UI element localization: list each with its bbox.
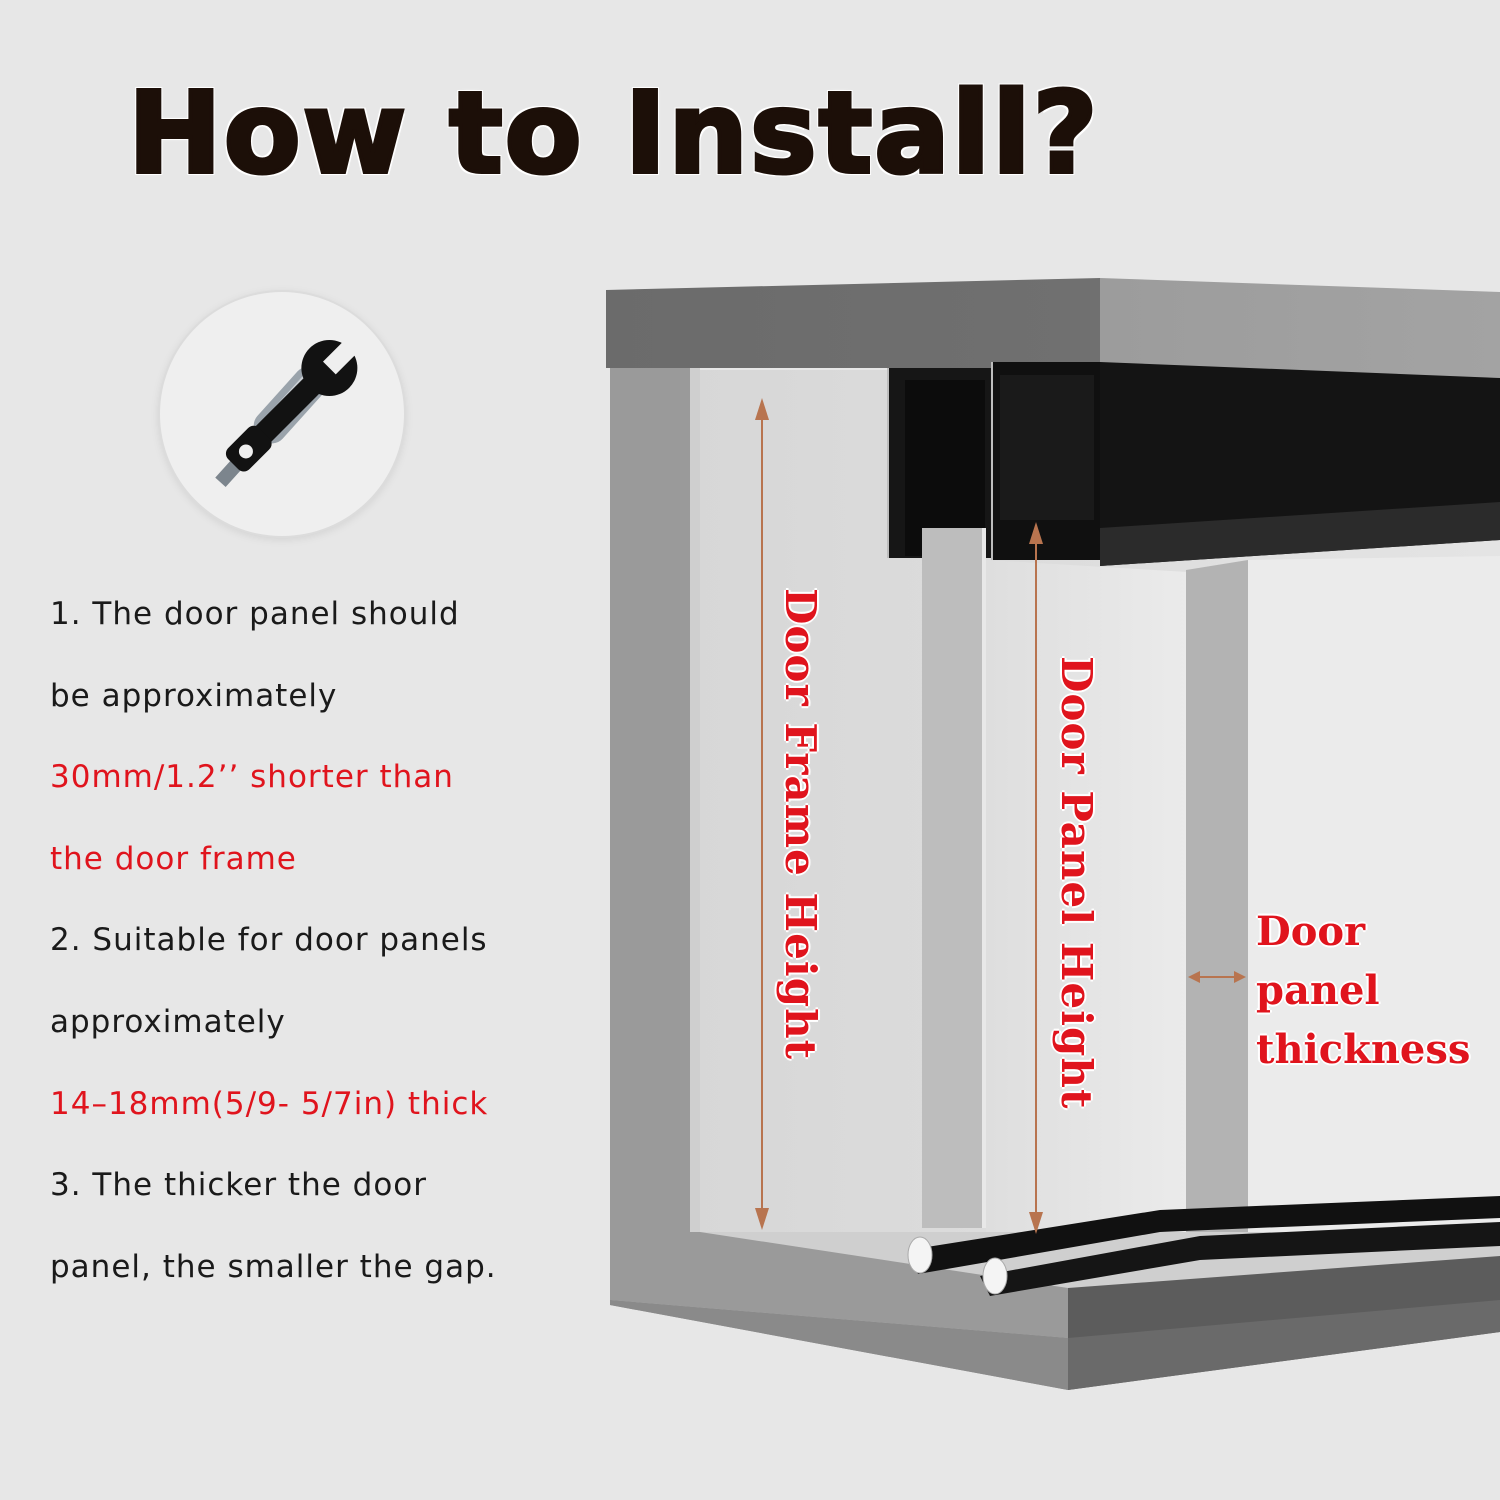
frame-bottom-front — [610, 1232, 1068, 1338]
instruction-line: be approximately — [50, 677, 338, 714]
lower-track-rail-1 — [908, 1196, 1500, 1274]
panel-height-arrow — [1029, 522, 1043, 1234]
thickness-label: Door panel thickness — [1256, 902, 1470, 1079]
door-panel-3-edge — [1186, 560, 1248, 1238]
instruction-line-highlight: 14–18mm(5/9- 5/7in) thick — [50, 1085, 489, 1122]
frame-height-label: Door Frame Height — [776, 588, 825, 1061]
tools-badge — [160, 292, 404, 536]
panel-thickness-arrow — [1188, 971, 1246, 983]
panel-height-label: Door Panel Height — [1052, 656, 1101, 1110]
thickness-label-line: Door — [1256, 908, 1366, 955]
instruction-line-highlight: the door frame — [50, 840, 297, 877]
thickness-label-line: thickness — [1256, 1026, 1471, 1073]
page-title: How to Install? — [126, 69, 1100, 199]
tools-icon — [215, 337, 360, 488]
frame-height-arrow — [755, 398, 769, 1230]
instructions-list: 1. The door panel should be approximatel… — [50, 578, 610, 1312]
door-panel-3-face — [1248, 556, 1500, 1238]
wrench-shaft — [251, 371, 327, 446]
frame-left-post — [610, 368, 690, 1300]
frame-top-side — [1100, 278, 1500, 378]
instruction-line: 1. The door panel should — [50, 596, 460, 632]
frame-top-front — [606, 278, 1100, 368]
instruction-line: 3. The thicker the door — [50, 1167, 428, 1204]
instruction-line: 2. Suitable for door panels — [50, 922, 488, 959]
lower-track-rail-2 — [980, 1222, 1500, 1296]
thickness-label-line: panel — [1256, 967, 1380, 1014]
instruction-line: approximately — [50, 1003, 286, 1040]
instruction-line: panel, the smaller the gap. — [50, 1248, 497, 1285]
instruction-line-highlight: 30mm/1.2’’ shorter than — [50, 759, 454, 796]
door-panel-1-edge — [922, 528, 982, 1228]
